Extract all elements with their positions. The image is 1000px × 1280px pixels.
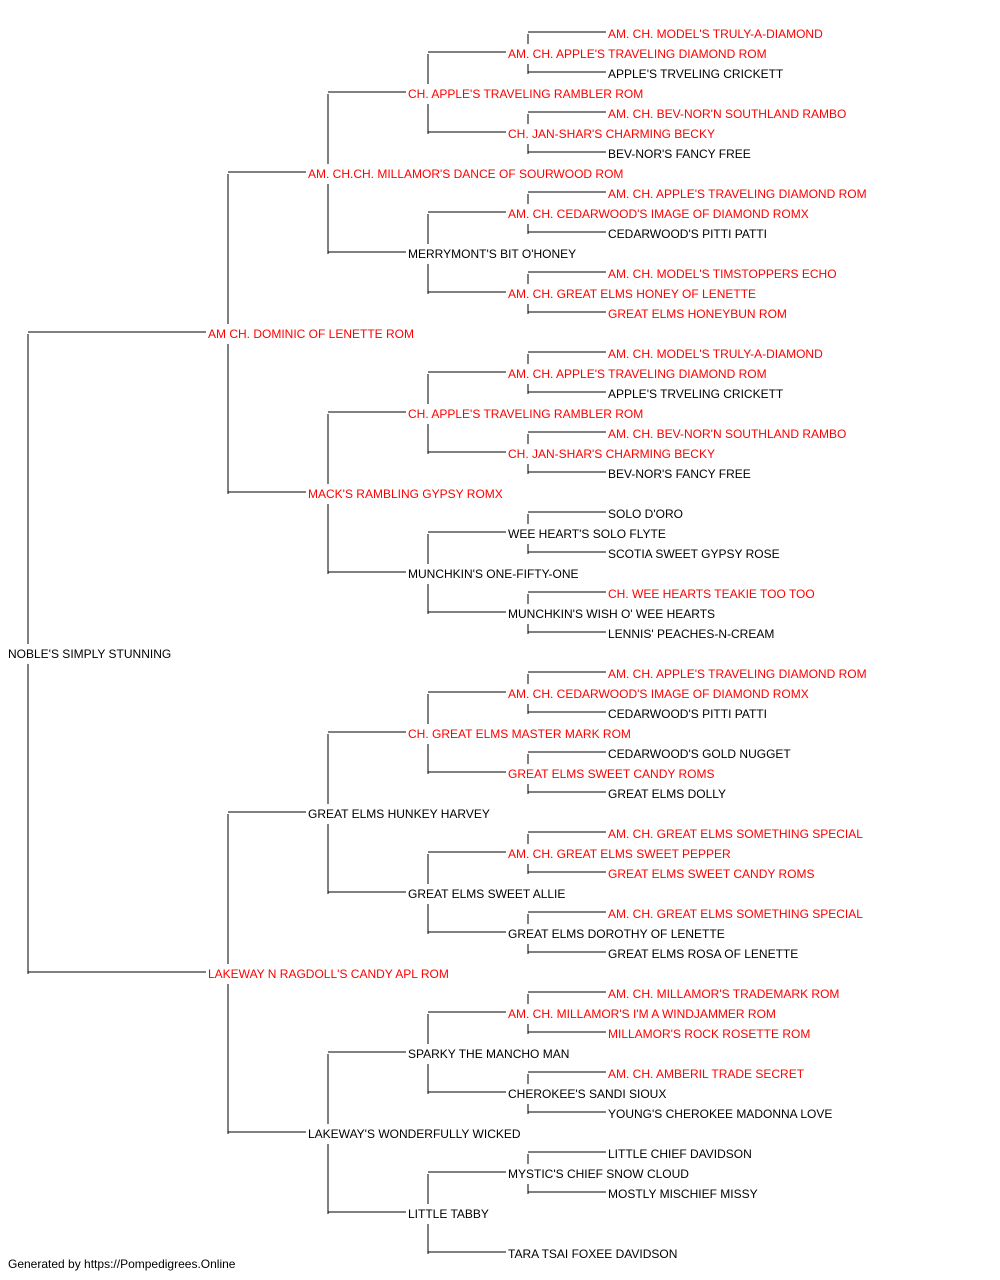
pedigree-entry-gen5: GREAT ELMS ROSA OF LENETTE xyxy=(608,947,799,961)
pedigree-entry-gen4: CH. JAN-SHAR'S CHARMING BECKY xyxy=(508,127,715,141)
pedigree-entry-gen3: SPARKY THE MANCHO MAN xyxy=(408,1047,570,1061)
pedigree-entry-gen4: WEE HEART'S SOLO FLYTE xyxy=(508,527,666,541)
pedigree-entry-gen5: YOUNG'S CHEROKEE MADONNA LOVE xyxy=(608,1107,833,1121)
pedigree-entry-gen4: AM. CH. MILLAMOR'S I'M A WINDJAMMER ROM xyxy=(508,1007,776,1021)
pedigree-entry-gen5: CH. WEE HEARTS TEAKIE TOO TOO xyxy=(608,587,815,601)
pedigree-entry-gen3: CH. APPLE'S TRAVELING RAMBLER ROM xyxy=(408,87,644,101)
pedigree-entry-gen5: MILLAMOR'S ROCK ROSETTE ROM xyxy=(608,1027,811,1041)
pedigree-entry-gen5: APPLE'S TRVELING CRICKETT xyxy=(608,67,784,81)
pedigree-entry-gen5: AM. CH. GREAT ELMS SOMETHING SPECIAL xyxy=(608,827,863,841)
pedigree-entry-gen4: AM. CH. APPLE'S TRAVELING DIAMOND ROM xyxy=(508,367,767,381)
pedigree-entry-gen3: CH. GREAT ELMS MASTER MARK ROM xyxy=(408,727,631,741)
pedigree-entry-gen5: MOSTLY MISCHIEF MISSY xyxy=(608,1187,758,1201)
pedigree-entry-gen4: GREAT ELMS DOROTHY OF LENETTE xyxy=(508,927,725,941)
pedigree-entry-gen2: MACK'S RAMBLING GYPSY ROMX xyxy=(308,487,503,501)
pedigree-entry-gen5: AM. CH. MODEL'S TRULY-A-DIAMOND xyxy=(608,347,823,361)
pedigree-entry-gen5: AM. CH. APPLE'S TRAVELING DIAMOND ROM xyxy=(608,187,867,201)
pedigree-entry-gen5: AM. CH. GREAT ELMS SOMETHING SPECIAL xyxy=(608,907,863,921)
pedigree-entry-gen4: GREAT ELMS SWEET CANDY ROMS xyxy=(508,767,715,781)
pedigree-entry-gen4: AM. CH. GREAT ELMS SWEET PEPPER xyxy=(508,847,731,861)
pedigree-entry-gen5: CEDARWOOD'S PITTI PATTI xyxy=(608,707,767,721)
pedigree-entry-gen5: AM. CH. AMBERIL TRADE SECRET xyxy=(608,1067,805,1081)
pedigree-entry-gen0: NOBLE'S SIMPLY STUNNING xyxy=(8,647,172,661)
pedigree-entry-gen5: BEV-NOR'S FANCY FREE xyxy=(608,147,751,161)
pedigree-entry-gen4: AM. CH. APPLE'S TRAVELING DIAMOND ROM xyxy=(508,47,767,61)
pedigree-entry-gen3: MERRYMONT'S BIT O'HONEY xyxy=(408,247,577,261)
pedigree-entry-gen2: GREAT ELMS HUNKEY HARVEY xyxy=(308,807,490,821)
pedigree-entry-gen5: CEDARWOOD'S PITTI PATTI xyxy=(608,227,767,241)
pedigree-entry-gen4: MUNCHKIN'S WISH O' WEE HEARTS xyxy=(508,607,716,621)
pedigree-entry-gen5: BEV-NOR'S FANCY FREE xyxy=(608,467,751,481)
pedigree-entry-gen3: CH. APPLE'S TRAVELING RAMBLER ROM xyxy=(408,407,644,421)
pedigree-entry-gen5: AM. CH. BEV-NOR'N SOUTHLAND RAMBO xyxy=(608,427,847,441)
pedigree-entry-gen5: GREAT ELMS HONEYBUN ROM xyxy=(608,307,787,321)
pedigree-entry-gen3: LITTLE TABBY xyxy=(408,1207,489,1221)
pedigree-entry-gen5: SCOTIA SWEET GYPSY ROSE xyxy=(608,547,780,561)
pedigree-entry-gen1: LAKEWAY N RAGDOLL'S CANDY APL ROM xyxy=(208,967,449,981)
pedigree-entry-gen4: MYSTIC'S CHIEF SNOW CLOUD xyxy=(508,1167,689,1181)
pedigree-entry-gen5: AM. CH. MILLAMOR'S TRADEMARK ROM xyxy=(608,987,840,1001)
pedigree-entry-gen5: AM. CH. BEV-NOR'N SOUTHLAND RAMBO xyxy=(608,107,847,121)
pedigree-entry-gen5: SOLO D'ORO xyxy=(608,507,683,521)
pedigree-entry-gen4: CHEROKEE'S SANDI SIOUX xyxy=(508,1087,667,1101)
pedigree-entry-gen5: GREAT ELMS DOLLY xyxy=(608,787,727,801)
pedigree-entry-gen2: LAKEWAY'S WONDERFULLY WICKED xyxy=(308,1127,521,1141)
pedigree-entry-gen4: AM. CH. CEDARWOOD'S IMAGE OF DIAMOND ROM… xyxy=(508,687,809,701)
pedigree-entry-gen3: MUNCHKIN'S ONE-FIFTY-ONE xyxy=(408,567,579,581)
pedigree-entry-gen5: APPLE'S TRVELING CRICKETT xyxy=(608,387,784,401)
pedigree-entry-gen5: LENNIS' PEACHES-N-CREAM xyxy=(608,627,775,641)
pedigree-entry-gen4: AM. CH. CEDARWOOD'S IMAGE OF DIAMOND ROM… xyxy=(508,207,809,221)
pedigree-entry-gen1: AM CH. DOMINIC OF LENETTE ROM xyxy=(208,327,415,341)
pedigree-entry-gen4: CH. JAN-SHAR'S CHARMING BECKY xyxy=(508,447,715,461)
pedigree-entry-gen5: AM. CH. APPLE'S TRAVELING DIAMOND ROM xyxy=(608,667,867,681)
pedigree-entry-gen4: TARA TSAI FOXEE DAVIDSON xyxy=(508,1247,678,1261)
pedigree-entry-gen5: AM. CH. MODEL'S TRULY-A-DIAMOND xyxy=(608,27,823,41)
pedigree-entry-gen5: AM. CH. MODEL'S TIMSTOPPERS ECHO xyxy=(608,267,837,281)
pedigree-entry-gen5: CEDARWOOD'S GOLD NUGGET xyxy=(608,747,791,761)
pedigree-entry-gen3: GREAT ELMS SWEET ALLIE xyxy=(408,887,566,901)
pedigree-entry-gen5: GREAT ELMS SWEET CANDY ROMS xyxy=(608,867,815,881)
footer-credit: Generated by https://Pompedigrees.Online xyxy=(8,1257,236,1271)
pedigree-entry-gen5: LITTLE CHIEF DAVIDSON xyxy=(608,1147,752,1161)
pedigree-entry-gen2: AM. CH.CH. MILLAMOR'S DANCE OF SOURWOOD … xyxy=(308,167,624,181)
pedigree-entry-gen4: AM. CH. GREAT ELMS HONEY OF LENETTE xyxy=(508,287,757,301)
